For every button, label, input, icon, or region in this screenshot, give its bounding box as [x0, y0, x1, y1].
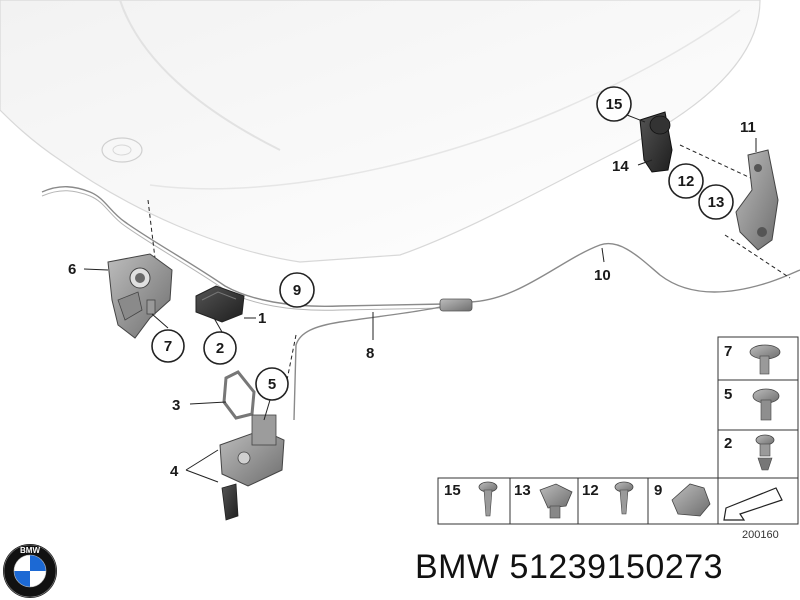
- callout-7: 7: [164, 338, 172, 355]
- callout-12: 12: [678, 173, 695, 190]
- callout-1: 1: [258, 310, 266, 327]
- fastener-label-7: 7: [724, 343, 732, 360]
- callout-2: 2: [216, 340, 224, 357]
- callout-5: 5: [268, 376, 276, 393]
- callout-6: 6: [68, 261, 76, 278]
- fastener-label-13: 13: [514, 482, 531, 499]
- callout-circle-2: [203, 331, 237, 365]
- callout-11: 11: [740, 119, 756, 136]
- part-number: 51239150273: [509, 548, 724, 586]
- hood-panel: [0, 0, 761, 263]
- fastener-table-bottom: 15 13 12 9: [437, 477, 799, 525]
- callout-circle-7: [151, 329, 185, 363]
- release-switch: [195, 285, 245, 323]
- callout-circle-9: [279, 272, 315, 308]
- bmw-roundel-icon: BMW: [3, 544, 57, 598]
- release-cable: [41, 186, 800, 421]
- fastener-label-9: 9: [654, 482, 662, 499]
- callout-circle-5: [255, 367, 289, 401]
- bolt-7-icon: [749, 344, 781, 375]
- direction-arrow-icon: [723, 487, 783, 521]
- bump-stop: [639, 111, 673, 173]
- callout-10: 10: [594, 267, 611, 284]
- screw-2-icon: [755, 434, 775, 471]
- callout-14: 14: [612, 158, 629, 175]
- clip-13-icon: [539, 483, 573, 519]
- diagram-id: 200160: [742, 529, 779, 541]
- cable-guide: [222, 370, 256, 420]
- lower-lock: [219, 414, 285, 521]
- part-number-caption: BMW 51239150273: [415, 548, 723, 587]
- hood-hinge: [735, 149, 779, 251]
- bmw-logo-text: BMW: [20, 546, 40, 555]
- bolt-5-icon: [752, 388, 780, 421]
- callout-circle-15: [596, 86, 632, 122]
- cable-connector: [439, 298, 473, 312]
- screw-12-icon: [614, 481, 634, 515]
- callout-15: 15: [606, 96, 623, 113]
- fastener-label-12: 12: [582, 482, 599, 499]
- callout-circle-12: [668, 163, 704, 199]
- callout-9: 9: [293, 282, 301, 299]
- callout-13: 13: [708, 194, 725, 211]
- fastener-label-15: 15: [444, 482, 461, 499]
- callout-4: 4: [170, 463, 179, 480]
- bracket-9-icon: [671, 483, 711, 517]
- callout-8: 8: [366, 345, 374, 362]
- callout-3: 3: [172, 397, 180, 414]
- callout-circle-13: [698, 184, 734, 220]
- fastener-label-2: 2: [724, 435, 732, 452]
- hood-lock-assembly: [107, 253, 173, 339]
- fastener-label-5: 5: [724, 386, 732, 403]
- fastener-table-right: 7 5 2: [717, 336, 799, 479]
- screw-15-icon: [478, 481, 498, 517]
- brand-name: BMW: [415, 548, 500, 586]
